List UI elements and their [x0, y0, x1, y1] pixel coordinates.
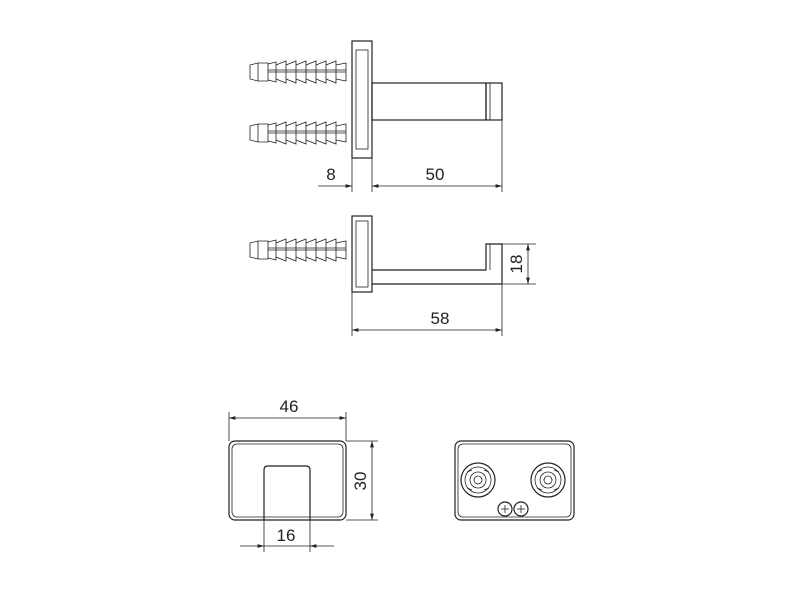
screw-boss-left: [460, 462, 496, 498]
screw-boss-right: [530, 462, 566, 498]
anchor-lower: [249, 121, 347, 145]
side-view: 18 58: [249, 215, 536, 336]
dim-base-width: 46: [280, 397, 299, 416]
top-view: 8 50: [249, 40, 503, 192]
rear-view: [454, 440, 575, 521]
set-screw-left: [497, 501, 513, 517]
anchor-upper: [249, 60, 347, 84]
dim-hook-height: 18: [507, 255, 526, 274]
set-screw-right: [513, 501, 529, 517]
dim-overall-length: 58: [431, 309, 450, 328]
front-view: 46 30 16: [228, 397, 378, 552]
dim-projection: 50: [426, 165, 445, 184]
anchor-side: [249, 238, 347, 262]
dim-slot-width: 16: [277, 526, 296, 545]
dim-base-height: 30: [351, 472, 370, 491]
dim-flange-thickness: 8: [326, 165, 335, 184]
